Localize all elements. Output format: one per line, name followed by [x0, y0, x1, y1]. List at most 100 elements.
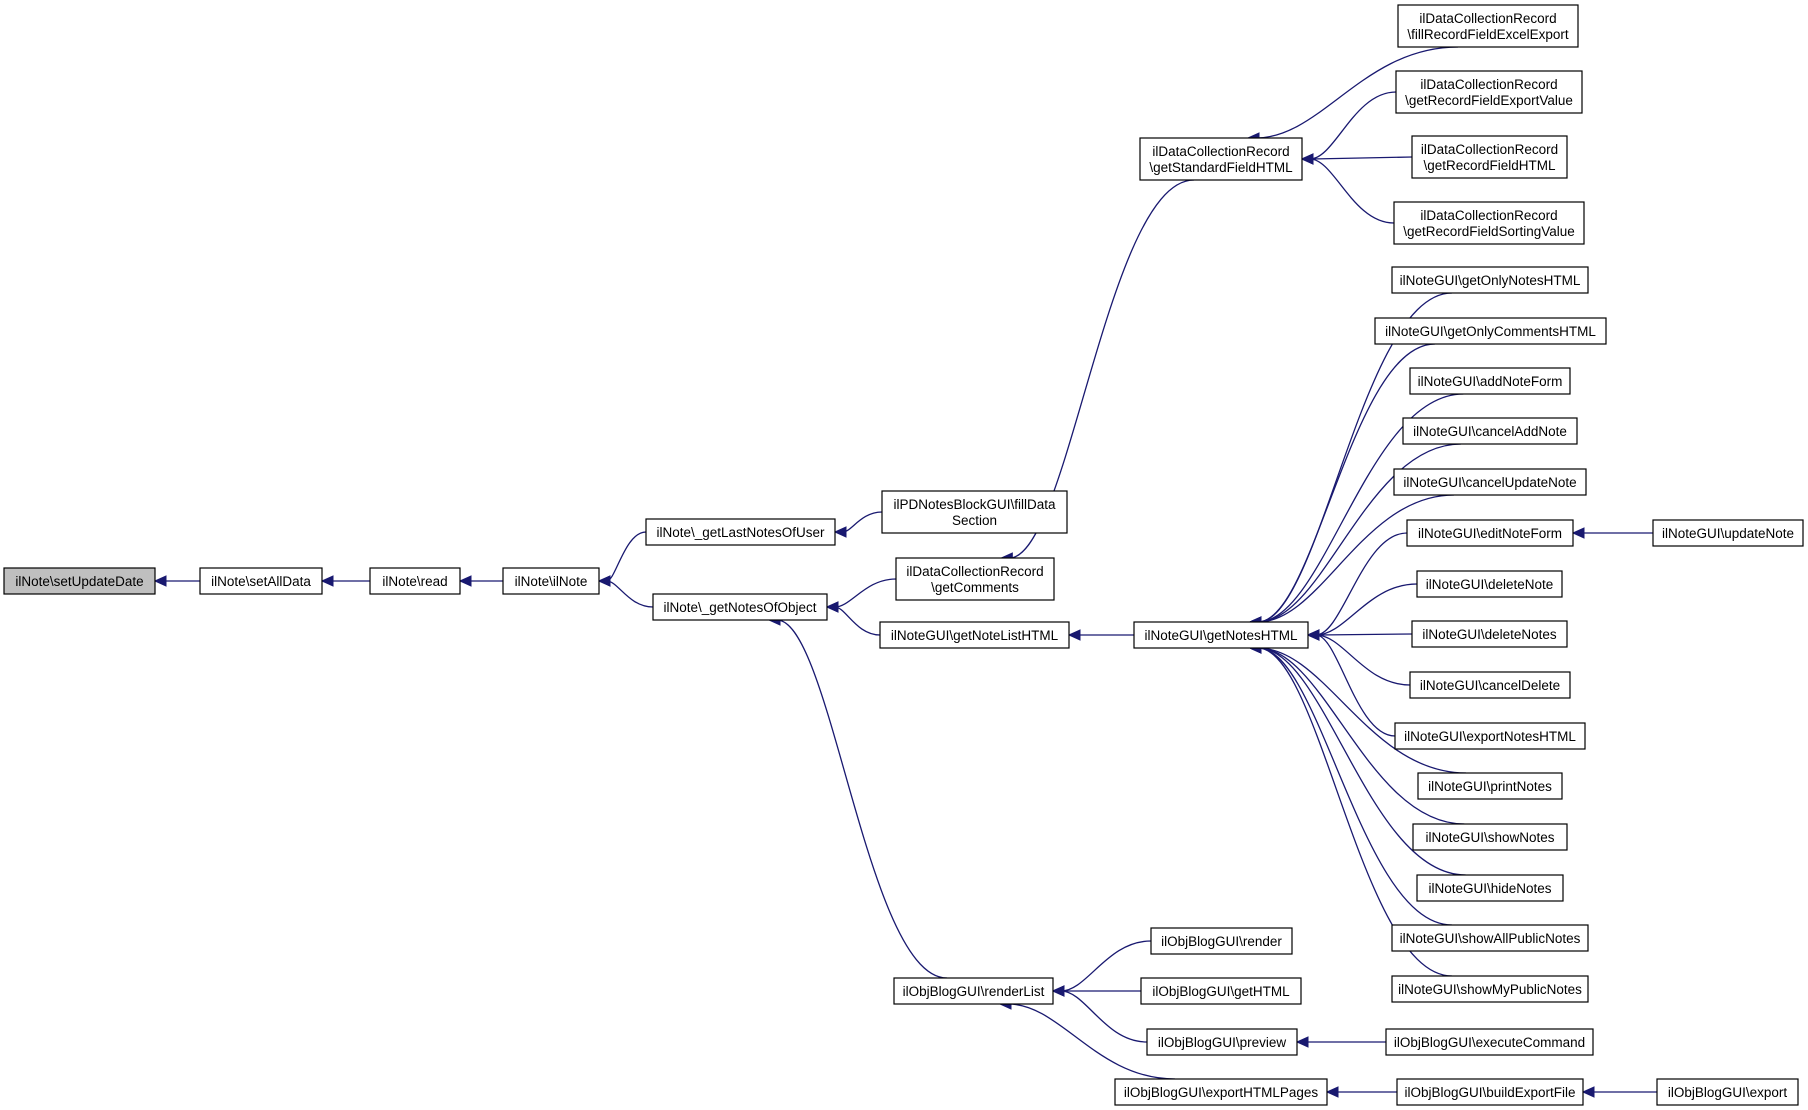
edge-n19-to-n11	[1311, 156, 1413, 160]
node-ilnotegui-deletenotes[interactable]: ilNoteGUI\deleteNotes	[1411, 620, 1568, 648]
node-box	[1146, 1028, 1298, 1056]
edge-n31-to-n12	[1257, 647, 1467, 774]
node-box	[1409, 671, 1571, 699]
node-ilnotegui-showmypublicnotes[interactable]: ilNoteGUI\showMyPublicNotes	[1391, 975, 1589, 1003]
node-box	[1409, 367, 1571, 395]
node-ilnotegui-cancelupdatenote[interactable]: ilNoteGUI\cancelUpdateNote	[1393, 468, 1587, 496]
node-ildatacollectionrecord-getstandardfieldhtml[interactable]: ilDataCollectionRecord\getStandardFieldH…	[1139, 137, 1303, 181]
edge-n32-to-n12	[1257, 647, 1465, 825]
node-ilnote-read[interactable]: ilNote\read	[369, 567, 461, 595]
node-ilnotegui-canceldelete[interactable]: ilNoteGUI\cancelDelete	[1409, 671, 1571, 699]
node-ilobjbloggui-preview[interactable]: ilObjBlogGUI\preview	[1146, 1028, 1298, 1056]
node-box	[3, 567, 156, 595]
node-label: Section	[952, 513, 997, 528]
node-box	[1391, 924, 1589, 952]
node-label: \getComments	[931, 580, 1019, 595]
node-ilnote-getlastnotesofuser[interactable]: ilNote\_getLastNotesOfUser	[645, 518, 836, 546]
arrowhead	[1325, 1086, 1339, 1098]
node-ilnotegui-deletenote[interactable]: ilNoteGUI\deleteNote	[1416, 570, 1563, 598]
node-box	[1391, 266, 1589, 294]
edge-n22-to-n12	[1257, 343, 1436, 623]
node-label: ilNoteGUI\showAllPublicNotes	[1400, 931, 1581, 946]
node-box	[369, 567, 461, 595]
node-ildatacollectionrecord-getrecordfieldsortingvalue[interactable]: ilDataCollectionRecord\getRecordFieldSor…	[1393, 201, 1585, 245]
node-box	[1397, 4, 1579, 48]
node-label: ilDataCollectionRecord	[1419, 11, 1556, 26]
node-label: \getStandardFieldHTML	[1149, 160, 1293, 175]
node-ildatacollectionrecord-getrecordfieldexportvalue[interactable]: ilDataCollectionRecord\getRecordFieldExp…	[1395, 70, 1583, 114]
node-box	[1393, 468, 1587, 496]
node-ildatacollectionrecord-getrecordfieldhtml[interactable]: ilDataCollectionRecord\getRecordFieldHTM…	[1411, 135, 1568, 179]
node-ilobjbloggui-buildexportfile[interactable]: ilObjBlogGUI\buildExportFile	[1396, 1078, 1584, 1106]
node-box	[1374, 317, 1607, 345]
edge-layer	[153, 46, 1657, 1098]
node-box	[1133, 621, 1309, 649]
node-label: \fillRecordFieldExcelExport	[1407, 27, 1569, 42]
edge-n17-to-n11	[1255, 46, 1459, 139]
node-ilnotegui-exportnoteshtml[interactable]: ilNoteGUI\exportNotesHTML	[1394, 722, 1586, 750]
node-ilnotegui-getnoteshtml[interactable]: ilNoteGUI\getNotesHTML	[1133, 621, 1309, 649]
node-label: ilDataCollectionRecord	[1421, 142, 1558, 157]
node-ilnotegui-shownotes[interactable]: ilNoteGUI\showNotes	[1412, 823, 1568, 851]
node-box	[895, 557, 1055, 601]
node-box	[881, 490, 1068, 534]
node-ilnotegui-printnotes[interactable]: ilNoteGUI\printNotes	[1417, 772, 1563, 800]
node-label: ilNote\ilNote	[515, 574, 588, 589]
node-ildatacollectionrecord-getcomments[interactable]: ilDataCollectionRecord\getComments	[895, 557, 1055, 601]
node-box	[879, 621, 1070, 649]
node-label: \getRecordFieldExportValue	[1405, 93, 1573, 108]
node-ilnotegui-canceladdnote[interactable]: ilNoteGUI\cancelAddNote	[1402, 417, 1578, 445]
node-ilnotegui-editnoteform[interactable]: ilNoteGUI\editNoteForm	[1406, 519, 1574, 547]
node-ilnote-setupdatedate[interactable]: ilNote\setUpdateDate	[3, 567, 156, 595]
node-ilobjbloggui-export[interactable]: ilObjBlogGUI\export	[1656, 1078, 1799, 1106]
node-ildatacollectionrecord-fillrecordfieldexcelexport[interactable]: ilDataCollectionRecord\fillRecordFieldEx…	[1397, 4, 1579, 48]
node-ilnotegui-hidenotes[interactable]: ilNoteGUI\hideNotes	[1416, 874, 1564, 902]
node-ilobjbloggui-render[interactable]: ilObjBlogGUI\render	[1150, 927, 1293, 955]
node-ilnotegui-showallpublicnotes[interactable]: ilNoteGUI\showAllPublicNotes	[1391, 924, 1589, 952]
node-ilobjbloggui-gethtml[interactable]: ilObjBlogGUI\getHTML	[1140, 977, 1302, 1005]
node-ilnote-getnotesofobject[interactable]: ilNote\_getNotesOfObject	[652, 593, 828, 621]
edge-n34-to-n12	[1257, 647, 1453, 926]
node-label: ilObjBlogGUI\preview	[1158, 1035, 1287, 1050]
node-box	[1385, 1028, 1594, 1056]
arrowhead	[153, 575, 167, 587]
edge-n6-to-n4	[606, 580, 654, 608]
node-label: ilNoteGUI\printNotes	[1428, 779, 1552, 794]
node-box	[1396, 1078, 1584, 1106]
arrowhead	[1067, 629, 1081, 641]
arrowhead	[597, 575, 611, 587]
edge-n9-to-n6	[834, 606, 881, 636]
node-ilnotegui-getonlynoteshtml[interactable]: ilNoteGUI\getOnlyNotesHTML	[1391, 266, 1589, 294]
node-ilobjbloggui-renderlist[interactable]: ilObjBlogGUI\renderList	[893, 977, 1054, 1005]
node-ilnotegui-addnoteform[interactable]: ilNoteGUI\addNoteForm	[1409, 367, 1571, 395]
node-label: ilObjBlogGUI\buildExportFile	[1404, 1085, 1575, 1100]
node-label: ilObjBlogGUI\getHTML	[1152, 984, 1290, 999]
node-ilnotegui-getonlycommentshtml[interactable]: ilNoteGUI\getOnlyCommentsHTML	[1374, 317, 1607, 345]
node-ilnote-ilnote[interactable]: ilNote\ilNote	[502, 567, 600, 595]
node-ilnote-setalldata[interactable]: ilNote\setAllData	[199, 567, 323, 595]
node-label: ilNote\read	[382, 574, 447, 589]
node-label: ilNoteGUI\deleteNote	[1426, 577, 1554, 592]
edge-n8-to-n6	[834, 578, 897, 608]
node-label: \getRecordFieldSortingValue	[1403, 224, 1575, 239]
edge-n10-to-n6	[776, 619, 948, 979]
node-ilnotegui-getnotelisthtml[interactable]: ilNoteGUI\getNoteListHTML	[879, 621, 1070, 649]
node-label: ilNoteGUI\getNoteListHTML	[891, 628, 1059, 643]
edge-n28-to-n12	[1317, 633, 1413, 636]
node-ilobjbloggui-exporthtmlpages[interactable]: ilObjBlogGUI\exportHTMLPages	[1114, 1078, 1328, 1106]
arrowhead	[458, 575, 472, 587]
arrowhead	[1300, 153, 1314, 165]
node-label: ilNote\setAllData	[211, 574, 311, 589]
node-box	[1411, 135, 1568, 179]
node-box	[1412, 823, 1568, 851]
edge-n33-to-n12	[1257, 647, 1466, 876]
node-label: ilNoteGUI\getOnlyCommentsHTML	[1385, 324, 1596, 339]
node-box	[502, 567, 600, 595]
node-ilnotegui-updatenote[interactable]: ilNoteGUI\updateNote	[1652, 519, 1804, 547]
node-box	[199, 567, 323, 595]
edge-n30-to-n12	[1315, 634, 1396, 737]
node-box	[1140, 977, 1302, 1005]
node-ilobjbloggui-executecommand[interactable]: ilObjBlogGUI\executeCommand	[1385, 1028, 1594, 1056]
